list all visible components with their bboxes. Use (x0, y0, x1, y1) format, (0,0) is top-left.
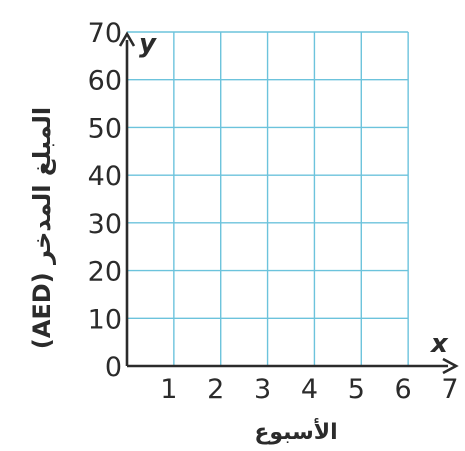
y-tick-label: 40 (88, 161, 122, 192)
x-axis-arrow (442, 357, 459, 375)
x-axis-title: الأسبوع (254, 417, 337, 445)
x-tick-label: 3 (254, 374, 271, 405)
y-tick-label: 50 (88, 113, 122, 144)
x-tick-label: 7 (441, 374, 458, 405)
y-tick-label: 10 (88, 304, 122, 335)
x-axis-letter: x (429, 329, 449, 359)
x-tick-label: 6 (395, 374, 412, 405)
x-tick-label: 4 (301, 374, 318, 405)
y-axis-letter: y (139, 29, 157, 59)
y-tick-labels: 0 10 20 30 40 50 60 70 (88, 18, 122, 383)
y-tick-label: 60 (88, 66, 122, 97)
y-tick-label: 30 (88, 209, 122, 240)
y-axis-arrow (118, 31, 136, 47)
y-tick-label: 0 (105, 352, 122, 383)
y-tick-label: 20 (88, 257, 122, 288)
y-axis-title: المبلغ المدخر (AED) (28, 107, 56, 349)
grid-lines (127, 31, 409, 366)
axes (118, 31, 459, 375)
x-tick-label: 2 (207, 374, 224, 405)
x-tick-label: 1 (160, 374, 177, 405)
y-tick-label: 70 (88, 18, 122, 49)
x-tick-label: 5 (348, 374, 365, 405)
